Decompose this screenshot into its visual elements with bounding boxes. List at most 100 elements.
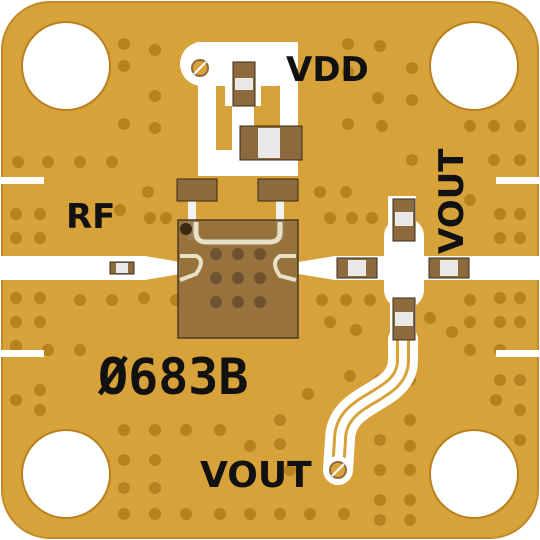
via: [10, 208, 22, 220]
via: [118, 424, 130, 436]
via: [10, 394, 22, 406]
via: [374, 434, 386, 446]
via: [424, 312, 436, 324]
via: [338, 508, 350, 520]
via: [514, 374, 526, 386]
via: [324, 316, 336, 328]
via: [340, 294, 352, 306]
thermal-via: [210, 248, 222, 260]
via: [274, 508, 286, 520]
via: [10, 292, 22, 304]
label-vdd: VDD: [286, 50, 369, 90]
via: [180, 508, 192, 520]
capacitor-rf-in: [109, 261, 135, 275]
via: [366, 212, 378, 224]
label-vout-bottom: VOUT: [200, 455, 312, 496]
via: [114, 204, 126, 216]
via: [149, 122, 161, 134]
via: [494, 316, 506, 328]
via: [118, 454, 130, 466]
via: [406, 154, 418, 166]
via: [34, 384, 46, 396]
bias-line-right: [276, 188, 284, 240]
via: [514, 208, 526, 220]
via: [494, 292, 506, 304]
via: [342, 38, 354, 50]
capacitor-bias-bottom: [392, 297, 416, 341]
capacitor-bias-top: [392, 198, 416, 242]
via: [514, 120, 526, 132]
via: [34, 208, 46, 220]
via: [404, 464, 416, 476]
via: [316, 294, 328, 306]
via: [374, 40, 386, 52]
via: [149, 44, 161, 56]
via: [149, 508, 161, 520]
thermal-via: [210, 272, 222, 284]
mount-hole-top-right: [429, 21, 519, 111]
via: [346, 212, 358, 224]
via: [514, 292, 526, 304]
via: [488, 120, 500, 132]
via: [274, 414, 286, 426]
via: [118, 508, 130, 520]
via: [42, 344, 54, 356]
rf-input-trace: [0, 256, 180, 280]
via: [118, 60, 130, 72]
via: [74, 294, 86, 306]
via: [302, 388, 314, 400]
via: [406, 94, 418, 106]
via: [149, 90, 161, 102]
via: [464, 120, 476, 132]
via: [118, 38, 130, 50]
via: [464, 316, 476, 328]
via: [514, 154, 526, 166]
thermal-via: [254, 296, 266, 308]
mount-hole-bottom-left: [21, 429, 111, 519]
via: [344, 370, 356, 382]
via: [214, 508, 226, 520]
via: [404, 494, 416, 506]
mount-hole-bottom-right: [429, 429, 519, 519]
via: [160, 212, 172, 224]
via: [10, 316, 22, 328]
thermal-via: [254, 272, 266, 284]
thermal-via: [254, 248, 266, 260]
via: [488, 154, 500, 166]
via: [374, 494, 386, 506]
thermal-via: [232, 296, 244, 308]
via: [372, 92, 384, 104]
via: [144, 212, 156, 224]
via: [149, 454, 161, 466]
label-part-number: Ø683B: [97, 348, 249, 406]
mount-hole-top-left: [21, 21, 111, 111]
via: [364, 294, 376, 306]
via: [464, 194, 476, 206]
via: [404, 440, 416, 452]
via: [149, 424, 161, 436]
via: [304, 508, 316, 520]
via: [74, 156, 86, 168]
via: [350, 324, 362, 336]
thermal-via: [210, 296, 222, 308]
via: [374, 514, 386, 526]
via: [342, 118, 354, 130]
via: [404, 514, 416, 526]
via: [34, 404, 46, 416]
label-vout-right: VOUT: [432, 148, 472, 254]
via: [324, 212, 336, 224]
via: [494, 374, 506, 386]
via: [34, 232, 46, 244]
via: [494, 232, 506, 244]
via: [12, 156, 24, 168]
thermal-via: [232, 272, 244, 284]
via: [74, 344, 86, 356]
via: [514, 434, 526, 446]
via: [138, 292, 150, 304]
capacitor-rf-out: [336, 257, 378, 279]
mmic-package: [177, 219, 299, 339]
via: [118, 118, 130, 130]
via: [142, 186, 154, 198]
via: [404, 414, 416, 426]
